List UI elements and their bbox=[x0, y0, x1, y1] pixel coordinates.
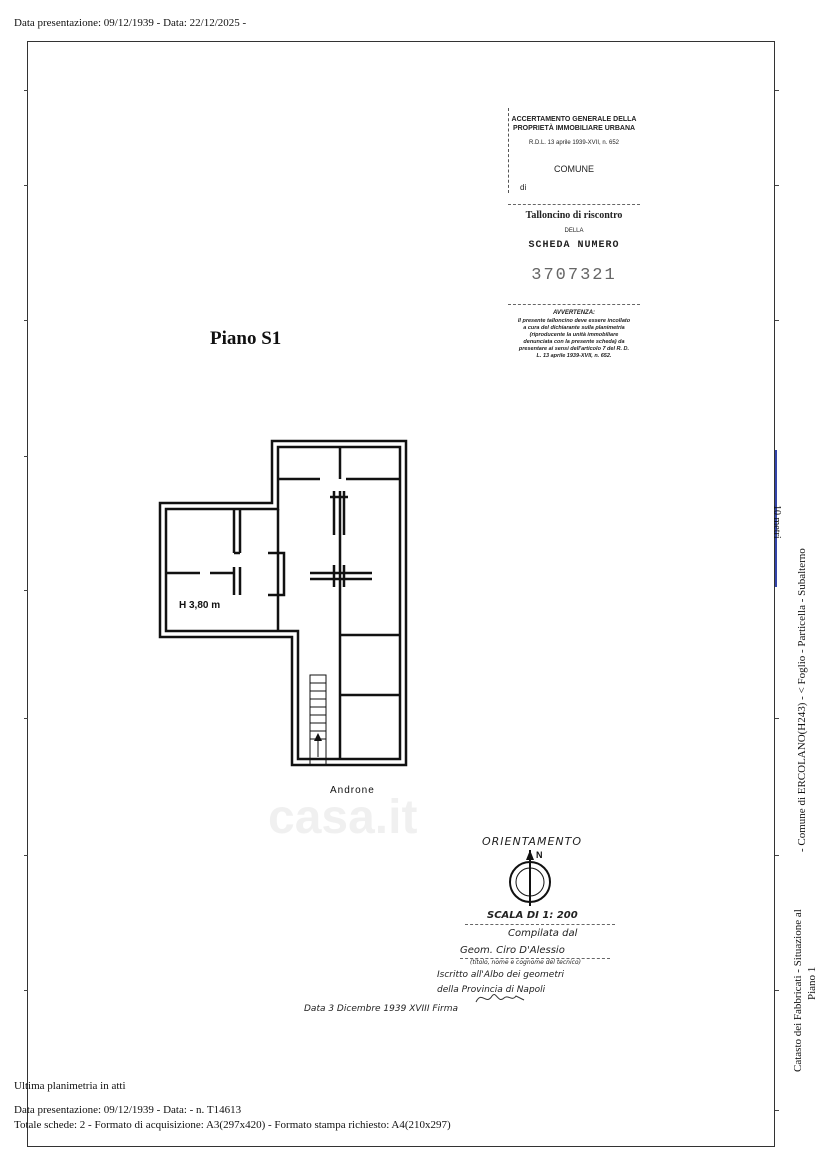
stamp-divider bbox=[508, 304, 640, 305]
frame-tick bbox=[775, 990, 779, 991]
stamp-avvertenza-text: Il presente talloncino deve essere incol… bbox=[517, 318, 631, 359]
albo-label: Iscritto all'Albo dei geometri bbox=[437, 970, 565, 980]
frame-tick bbox=[775, 855, 779, 856]
frame-tick bbox=[24, 590, 28, 591]
side-text-catasto: Catasto dei Fabbricati - Situazione al bbox=[792, 909, 804, 1072]
room-height-label: H 3,80 m bbox=[179, 600, 221, 611]
stamp-numero: 3707321 bbox=[531, 266, 617, 285]
signature-icon bbox=[475, 994, 525, 1003]
footer-line-1: Data presentazione: 09/12/1939 - Data: -… bbox=[14, 1104, 242, 1116]
stamp-border bbox=[508, 108, 510, 193]
scale-bar-label: 10 metri bbox=[771, 505, 782, 539]
header-text: Data presentazione: 09/12/1939 - Data: 2… bbox=[14, 17, 247, 29]
compass-icon bbox=[509, 850, 551, 906]
floor-plan bbox=[158, 439, 408, 767]
stamp-line: R.D.L. 13 aprile 1939-XVII, n. 652 bbox=[528, 140, 620, 146]
side-text-comune: - Comune di ERCOLANO(H243) - < Foglio - … bbox=[796, 548, 808, 852]
talloncino-stamp: ACCERTAMENTO GENERALE DELLA PROPRIETÀ IM… bbox=[508, 108, 640, 370]
stamp-line: PROPRIETÀ IMMOBILIARE URBANA bbox=[512, 125, 636, 132]
frame-tick bbox=[24, 185, 28, 186]
frame-tick bbox=[775, 185, 779, 186]
side-text-piano: Piano 1 bbox=[806, 966, 818, 1000]
stamp-divider bbox=[508, 204, 640, 205]
frame-tick bbox=[775, 90, 779, 91]
surveyor-name: Geom. Ciro D'Alessio bbox=[460, 945, 565, 956]
frame-tick bbox=[775, 320, 779, 321]
compiled-by-label: Compilata dal bbox=[508, 928, 578, 939]
stamp-di: di bbox=[520, 183, 527, 192]
frame-tick bbox=[24, 456, 28, 457]
watermark: casa.it bbox=[268, 791, 418, 844]
stamp-della: DELLA bbox=[564, 228, 584, 234]
stamp-scheda: SCHEDA NUMERO bbox=[528, 240, 620, 251]
androne-label: Androne bbox=[330, 785, 375, 796]
frame-tick bbox=[24, 320, 28, 321]
page-frame bbox=[27, 41, 775, 1147]
stair-arrow-icon bbox=[314, 733, 322, 741]
date-signature-label: Data 3 Dicembre 1939 XVIII Firma bbox=[304, 1004, 459, 1014]
scale-label: SCALA DI 1: 200 bbox=[487, 910, 578, 921]
dashed-line bbox=[460, 958, 610, 959]
north-label: N bbox=[536, 850, 543, 860]
scale-bar bbox=[775, 450, 777, 587]
plan-title: Piano S1 bbox=[210, 328, 282, 349]
surveyor-caption: (titolo, nome e cognome del tecnico) bbox=[470, 959, 581, 966]
frame-tick bbox=[775, 1110, 779, 1111]
frame-tick bbox=[24, 990, 28, 991]
stamp-avvertenza-title: AVVERTENZA: bbox=[552, 310, 596, 316]
dashed-line bbox=[465, 924, 615, 925]
stamp-comune: COMUNE bbox=[554, 164, 594, 174]
footer-line-2: Totale schede: 2 - Formato di acquisizio… bbox=[14, 1119, 451, 1131]
frame-tick bbox=[24, 855, 28, 856]
frame-tick bbox=[24, 90, 28, 91]
frame-tick bbox=[775, 718, 779, 719]
stamp-line: ACCERTAMENTO GENERALE DELLA bbox=[511, 116, 637, 123]
frame-tick bbox=[24, 718, 28, 719]
orientation-title: ORIENTAMENTO bbox=[482, 835, 583, 848]
footer-ultima: Ultima planimetria in atti bbox=[14, 1080, 126, 1092]
province-label: della Provincia di Napoli bbox=[437, 985, 546, 995]
stamp-talloncino: Talloncino di riscontro bbox=[525, 210, 623, 221]
